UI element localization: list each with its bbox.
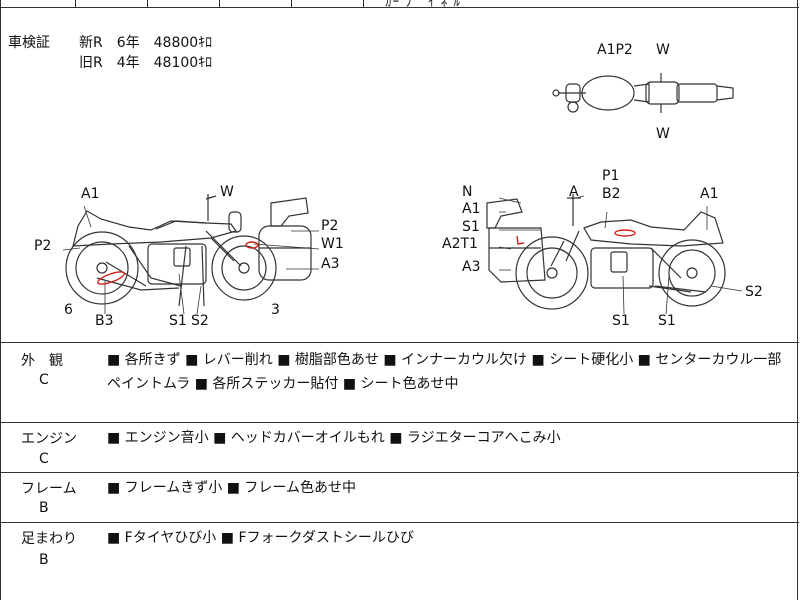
damage-mark-a2t1 [516, 235, 525, 245]
top-view-motorcycle [552, 73, 734, 113]
motorcycle-diagram: A1P2 W W A1 W P2 P2 W1 A3 6 B3 S1 S2 3 N… [34, 42, 763, 329]
label-right-s1-engine: S1 [612, 313, 630, 329]
section-divider [1, 472, 799, 473]
header-cell-divider [219, 0, 220, 8]
section-suspension: 足まわり B ■ Fタイヤひび小 ■ Fフォークダストシールひび [1, 522, 799, 600]
damage-marks [97, 229, 636, 285]
label-bottom-w: W [656, 126, 670, 142]
section-divider [1, 342, 799, 343]
label-left-p2: P2 [34, 238, 51, 254]
header-text: ｶｰ ﾌ ﾞ ｲ ﾈ ﾙ [385, 0, 461, 10]
section-frame-remarks: ■ フレームきず小 ■ フレーム色あせ中 [107, 480, 356, 496]
label-right-s1-rear: S1 [658, 313, 676, 329]
label-left-s2: S2 [191, 313, 209, 329]
damage-mark-w1 [245, 241, 259, 249]
section-frame-grade: B [39, 500, 49, 516]
diagram-labels: A1P2 W W A1 W P2 P2 W1 A3 6 B3 S1 S2 3 N… [34, 42, 763, 329]
section-frame-name: フレーム [21, 481, 77, 497]
section-exterior: 外 観 C ■ 各所きず ■ レバー削れ ■ 樹脂部色あせ ■ インナーカウル欠… [1, 342, 799, 422]
section-divider [1, 522, 799, 523]
certificate-label: 車検証 [8, 35, 50, 51]
section-exterior-name: 外 観 [21, 353, 63, 369]
section-engine: エンジン C ■ エンジン音小 ■ ヘッドカバーオイルもれ ■ ラジエターコアへ… [1, 422, 799, 472]
label-left-s1: S1 [169, 313, 187, 329]
label-left-three: 3 [271, 302, 280, 318]
label-leader-lines [62, 195, 743, 315]
damage-mark-b2 [614, 229, 636, 237]
header-strip: ｶｰ ﾌ ﾞ ｲ ﾈ ﾙ [1, 0, 799, 10]
label-left-b3: B3 [95, 313, 114, 329]
header-cell-divider [147, 0, 148, 8]
header-cell-divider [363, 0, 364, 8]
label-right-p1: P1 [602, 168, 619, 184]
left-side-motorcycle [65, 194, 312, 307]
section-suspension-remarks: ■ Fタイヤひび小 ■ Fフォークダストシールひび [107, 530, 414, 546]
label-right-a: A [569, 184, 579, 200]
label-right-s1-bag: S1 [462, 219, 480, 235]
label-left-a1: A1 [81, 186, 99, 202]
section-frame: フレーム B ■ フレームきず小 ■ フレーム色あせ中 [1, 472, 799, 522]
certificate-new-line: 新R 6年 48800ｷﾛ [79, 35, 213, 51]
header-cell-divider [75, 0, 76, 8]
certificate-old-line: 旧R 4年 48100ｷﾛ [79, 55, 213, 71]
label-right-a1-bag: A1 [462, 201, 480, 217]
label-left-w1: W1 [321, 236, 344, 252]
label-top-a1p2: A1P2 [597, 42, 633, 58]
label-left-a3: A3 [321, 256, 339, 272]
section-engine-remarks: ■ エンジン音小 ■ ヘッドカバーオイルもれ ■ ラジエターコアへこみ小 [107, 430, 561, 446]
label-right-a3: A3 [462, 259, 480, 275]
section-exterior-grade: C [39, 372, 49, 388]
label-left-w: W [220, 184, 234, 200]
label-right-p2: P2 [321, 218, 338, 234]
section-suspension-grade: B [39, 552, 49, 568]
section-engine-grade: C [39, 451, 49, 467]
damage-diagram-area: 車検証 新R 6年 48800ｷﾛ 旧R 4年 48100ｷﾛ [1, 8, 799, 342]
label-right-b2: B2 [602, 186, 621, 202]
label-left-six: 6 [64, 302, 73, 318]
section-suspension-name: 足まわり [21, 531, 77, 547]
right-side-motorcycle [486, 194, 726, 310]
label-right-s2: S2 [745, 284, 763, 300]
label-right-a1-rear: A1 [700, 186, 718, 202]
header-cell-divider [291, 0, 292, 8]
section-engine-name: エンジン [21, 431, 77, 447]
damage-mark-b3 [97, 271, 125, 285]
label-top-w: W [656, 42, 670, 58]
section-exterior-remarks: ■ 各所きず ■ レバー削れ ■ 樹脂部色あせ ■ インナーカウル欠け ■ シー… [107, 352, 782, 392]
section-divider [1, 422, 799, 423]
label-right-a2t1: A2T1 [442, 236, 478, 252]
label-right-n: N [462, 184, 472, 200]
